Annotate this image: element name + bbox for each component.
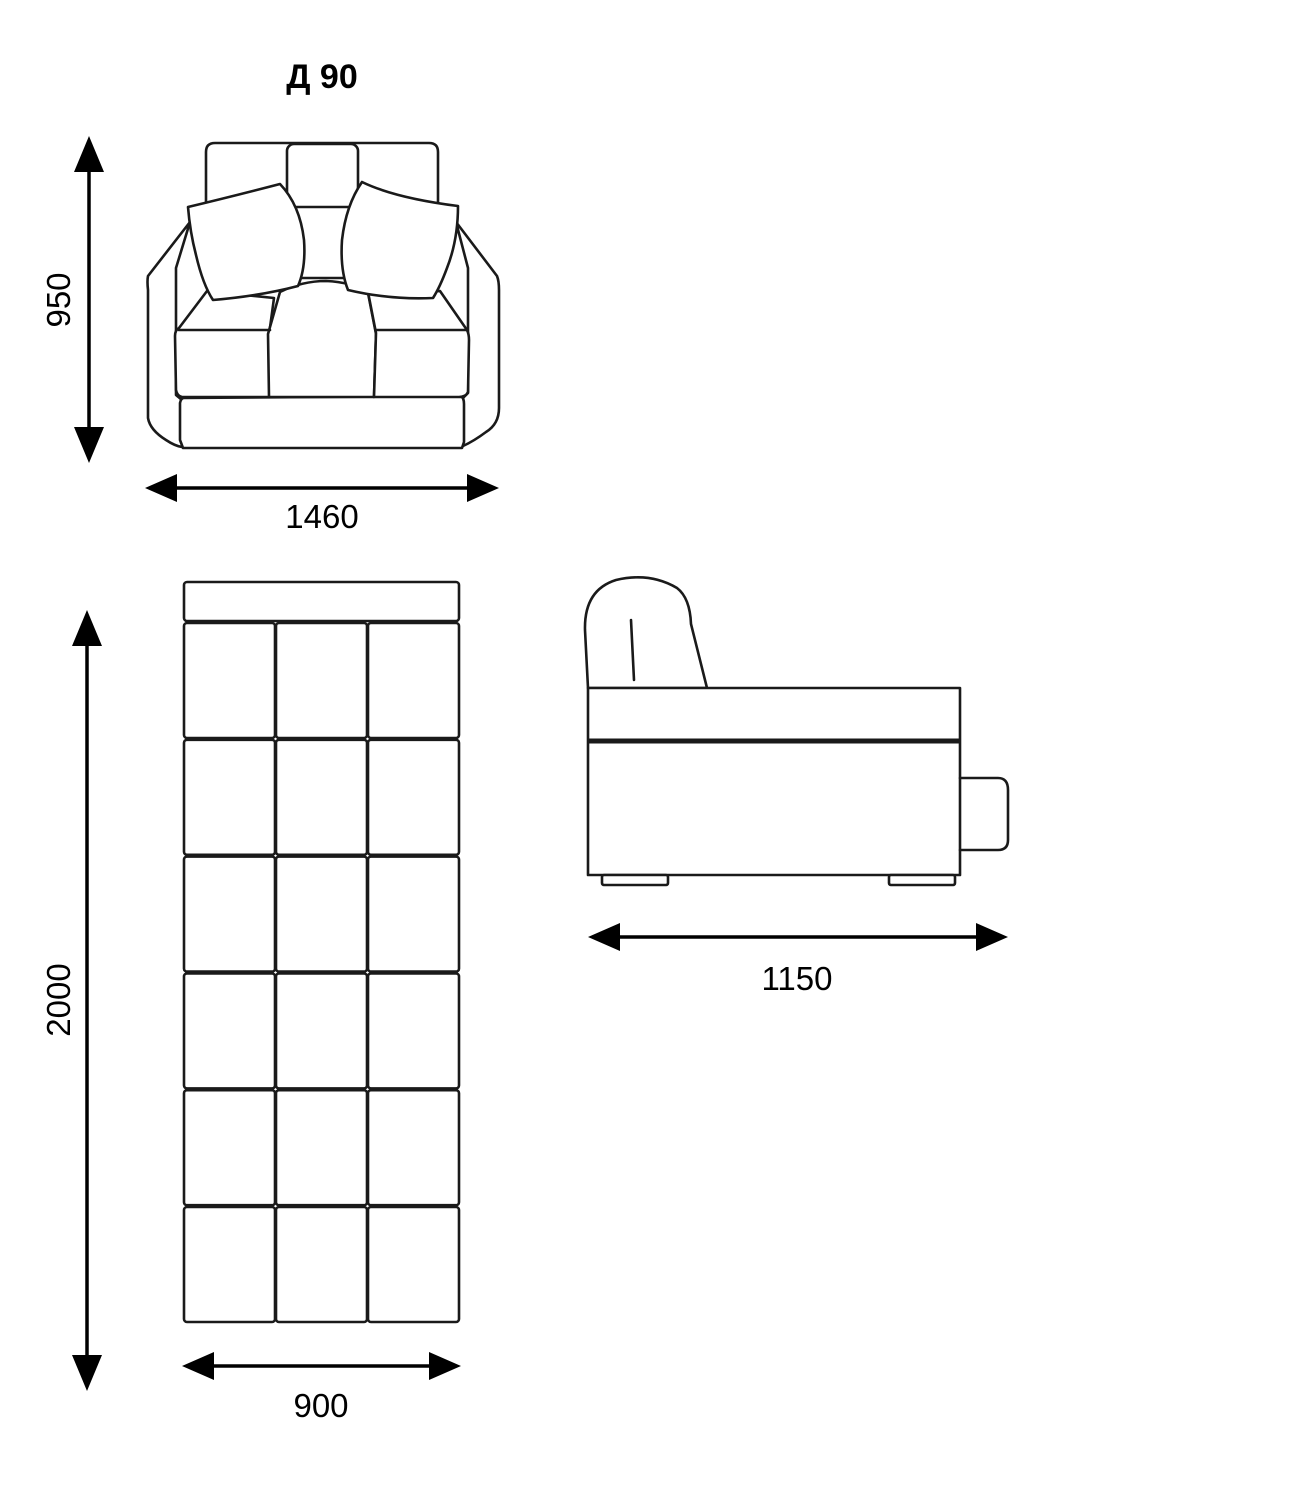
bed-cushion-cell xyxy=(274,621,369,740)
bed-width-label: 900 xyxy=(293,1387,348,1424)
bed-cushion-cell xyxy=(274,972,369,1090)
bed-cushion-cell xyxy=(182,972,277,1090)
left-armrest xyxy=(146,220,192,449)
bed-cushion-cell xyxy=(366,855,461,973)
front-height-dimension xyxy=(74,136,104,463)
front-width-dimension xyxy=(145,474,499,502)
side-depth-label: 1150 xyxy=(762,960,833,997)
bed-width-dimension xyxy=(182,1352,461,1380)
bed-cushion-cell xyxy=(182,621,277,740)
front-view xyxy=(146,141,501,450)
bed-head-panel xyxy=(182,580,461,623)
bed-cushion-cell xyxy=(182,1088,277,1207)
bed-length-dimension xyxy=(72,610,102,1391)
bed-cushion-cell xyxy=(366,621,461,740)
left-pillow xyxy=(186,182,306,302)
bed-cushion-cell xyxy=(366,738,461,857)
backrest-center-cushion xyxy=(285,142,360,216)
front-width-label: 1460 xyxy=(285,498,358,535)
side-back-leg xyxy=(887,873,957,887)
bed-cushion-cell xyxy=(182,855,277,973)
bed-cushion-cell xyxy=(182,1205,277,1324)
front-base-panel xyxy=(178,394,466,450)
side-depth-dimension xyxy=(588,923,1008,951)
right-armrest xyxy=(454,220,501,448)
side-pullout-handle xyxy=(958,776,1010,852)
bed-cushion-cell xyxy=(366,1205,461,1324)
side-front-leg xyxy=(600,873,670,887)
side-armrest-seam xyxy=(629,618,636,682)
bed-cushion-cell xyxy=(274,1088,369,1207)
bed-cushion-cell xyxy=(274,1205,369,1324)
seat-center-cushion xyxy=(266,279,378,399)
bed-cushion-cell xyxy=(182,738,277,857)
bed-top-view xyxy=(182,580,461,1324)
side-view xyxy=(583,576,1010,887)
side-armrest xyxy=(583,576,709,690)
side-body xyxy=(586,686,962,877)
front-height-label: 950 xyxy=(40,272,77,327)
model-title: Д 90 xyxy=(286,58,358,96)
seat-left-cushion xyxy=(173,289,276,399)
bed-cushion-cell xyxy=(366,1088,461,1207)
bed-length-label: 2000 xyxy=(40,963,77,1036)
seat-right-cushion xyxy=(366,289,471,399)
bed-cushion-cell xyxy=(274,855,369,973)
right-pillow xyxy=(340,180,460,300)
bed-cushion-cell xyxy=(366,972,461,1090)
bed-cushion-cell xyxy=(274,738,369,857)
